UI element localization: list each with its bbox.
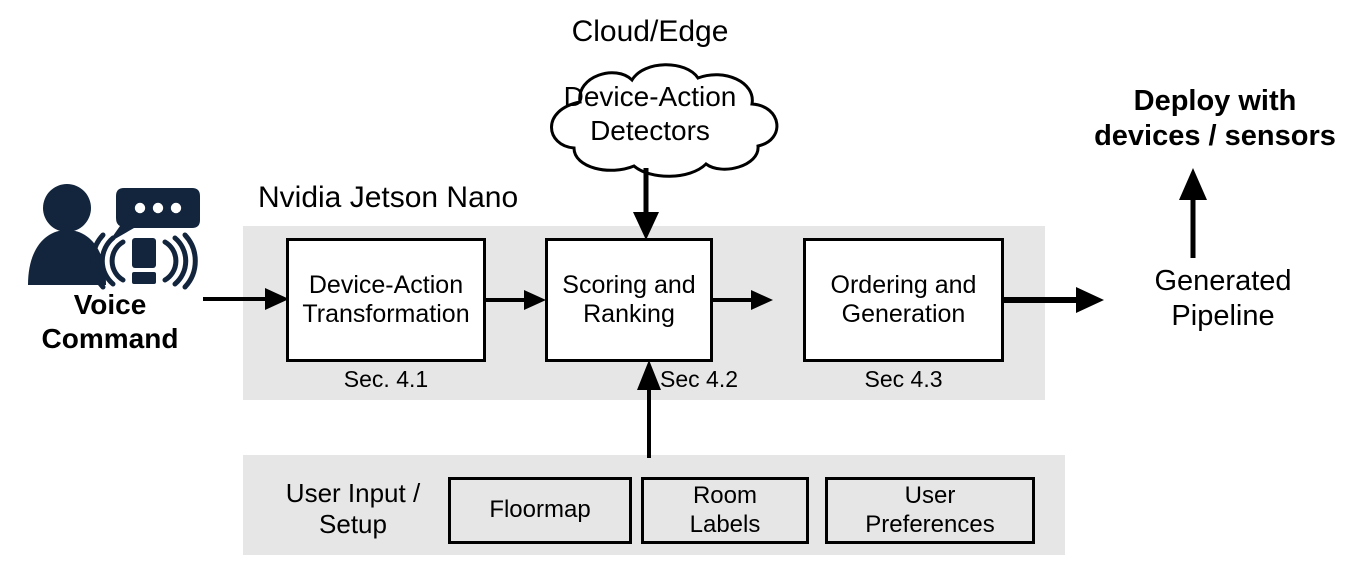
stage-box-ordering-and-generation[interactable]: Ordering and Generation [803,238,1004,362]
stage-label: Scoring and Ranking [562,270,696,329]
user-input-item-user-preferences[interactable]: User Preferences [825,477,1035,544]
user-input-item-floormap[interactable]: Floormap [448,477,632,544]
generated-pipeline-label: Generated Pipeline [1154,265,1292,332]
stage-box-device-action-transformation[interactable]: Device-Action Transformation [286,238,486,362]
ordering-to-pipeline-arrow [1004,286,1106,314]
cloud-body-label: Device-Action Detectors [563,81,737,146]
scoring-to-ordering-arrow [713,288,775,312]
stage-section-label-1: Sec. 4.1 [343,366,429,392]
user-input-item-label: User Preferences [865,482,995,538]
stage-label: Device-Action Transformation [302,270,470,329]
cloud-to-scoring-arrow [630,168,664,242]
cloud-edge-title: Cloud/Edge [571,15,729,48]
voice-to-transformation-arrow [203,286,291,312]
voice-assistant-icon [20,180,205,290]
stage-box-scoring-and-ranking[interactable]: Scoring and Ranking [545,238,713,362]
user-input-setup-label: User Input / Setup [285,478,421,540]
device-action-detectors-cloud [510,62,790,178]
user-input-item-label: Room Labels [689,482,761,538]
deploy-with-devices-label: Deploy with devices / sensors [1094,85,1336,152]
user-input-to-scoring-arrow [634,358,664,458]
stage-label: Ordering and Generation [830,270,977,329]
pipeline-to-deploy-arrow [1175,168,1211,258]
user-input-item-label: Floormap [489,496,591,524]
stage-section-label-2: Sec 4.2 [660,366,738,392]
jetson-nano-label: Nvidia Jetson Nano [258,181,519,214]
user-input-item-room-labels[interactable]: Room Labels [641,477,809,544]
stage-section-label-3: Sec 4.3 [864,366,943,392]
voice-command-label: Voice Command [41,289,179,354]
transformation-to-scoring-arrow [486,288,548,312]
